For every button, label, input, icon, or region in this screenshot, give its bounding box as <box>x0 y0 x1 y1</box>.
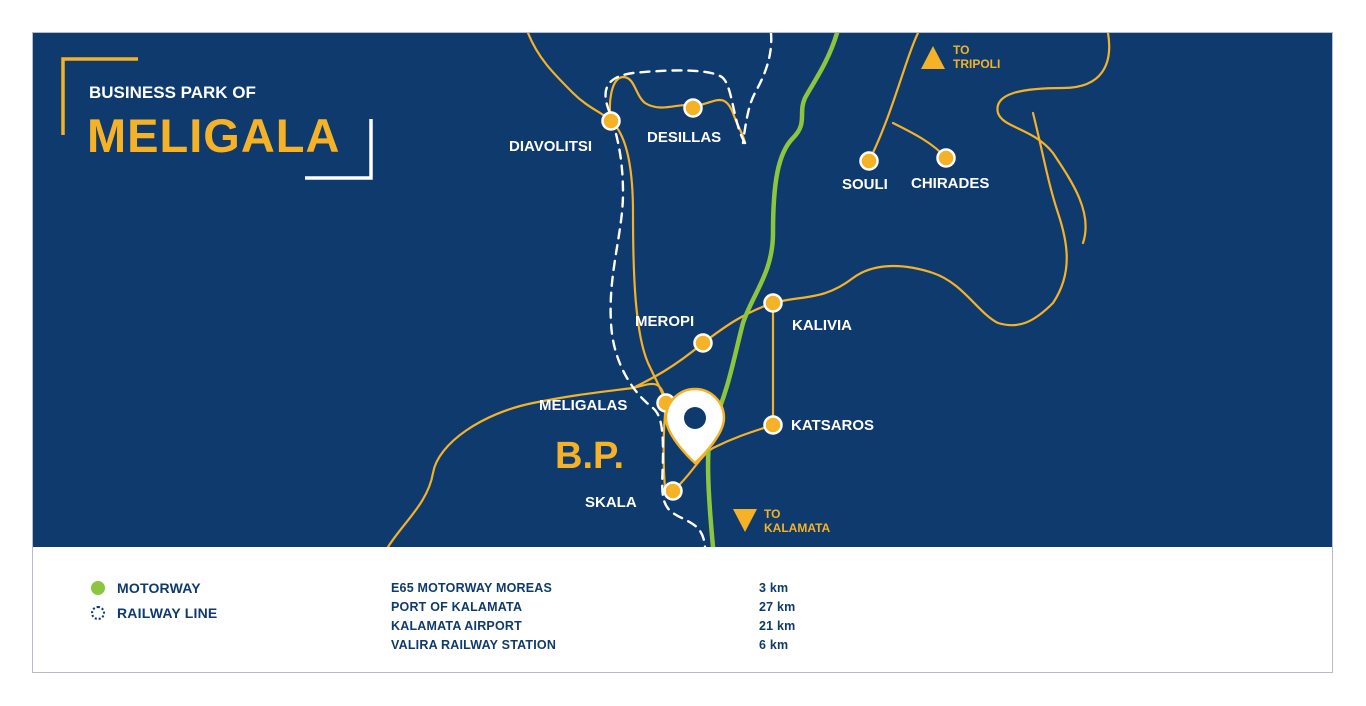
direction-kalamata-line1: TO <box>764 507 780 521</box>
road <box>996 33 1111 245</box>
distance-value: 21 km <box>759 619 796 633</box>
railway-ring-icon <box>91 606 105 620</box>
legend-railway-label: RAILWAY LINE <box>117 605 218 621</box>
place-dot-desillas <box>683 98 703 118</box>
title-frame: BUSINESS PARK OF MELIGALA <box>61 57 373 180</box>
place-label-chirades: CHIRADES <box>911 175 989 192</box>
road <box>608 75 747 145</box>
place-label-kalivia: KALIVIA <box>792 317 852 334</box>
distance-name: VALIRA RAILWAY STATION <box>391 638 557 652</box>
triangle-up-icon <box>921 46 945 69</box>
triangle-down-icon <box>733 509 757 532</box>
title-bracket-right <box>305 119 373 180</box>
distance-name: E65 MOTORWAY MOREAS <box>391 581 553 595</box>
road <box>867 33 920 163</box>
distance-value: 27 km <box>759 600 796 614</box>
road-network <box>386 33 1111 547</box>
title-small: BUSINESS PARK OF <box>89 83 256 102</box>
distance-value: 3 km <box>759 581 789 595</box>
place-markers <box>601 98 956 501</box>
business-park-pin-icon <box>664 387 726 465</box>
map-svg: BUSINESS PARK OF MELIGALA TO TRIPOLI TO … <box>33 33 1332 547</box>
place-dot-souli <box>859 151 879 171</box>
legend-railway: RAILWAY LINE <box>91 605 217 621</box>
place-dot-chirades <box>936 148 956 168</box>
business-park-label: B.P. <box>555 435 624 477</box>
distance-name: KALAMATA AIRPORT <box>391 619 522 633</box>
place-label-diavolitsi: DIAVOLITSI <box>509 138 592 155</box>
legend-motorway-label: MOTORWAY <box>117 580 201 596</box>
place-label-meligalas: MELIGALAS <box>539 397 627 414</box>
place-label-souli: SOULI <box>842 176 888 193</box>
map-panel: BUSINESS PARK OF MELIGALA TO TRIPOLI TO … <box>33 33 1332 547</box>
place-label-katsaros: KATSAROS <box>791 417 874 434</box>
distance-name: PORT OF KALAMATA <box>391 600 523 614</box>
place-dot-katsaros <box>763 415 783 435</box>
place-dot-skala <box>663 481 683 501</box>
direction-kalamata-line2: KALAMATA <box>764 521 831 535</box>
place-dot-kalivia <box>763 293 783 313</box>
map-background <box>33 33 1332 547</box>
road <box>386 382 668 547</box>
place-dot-meropi <box>693 333 713 353</box>
road <box>671 423 775 493</box>
place-label-meropi: MEROPI <box>635 313 694 330</box>
road <box>631 111 1068 390</box>
title-bracket-left <box>61 57 138 135</box>
direction-tripoli: TO TRIPOLI <box>921 43 1000 71</box>
place-dot-diavolitsi <box>601 111 621 131</box>
direction-kalamata: TO KALAMATA <box>733 507 831 535</box>
legend-motorway: MOTORWAY <box>91 580 201 596</box>
direction-tripoli-line2: TRIPOLI <box>953 57 1000 71</box>
title-big: MELIGALA <box>87 109 340 162</box>
railway-line <box>604 33 773 547</box>
road <box>526 33 613 123</box>
motorway-dot-icon <box>91 581 105 595</box>
legend-area: MOTORWAY RAILWAY LINE E65 MOTORWAY MOREA… <box>33 547 1332 672</box>
road <box>609 119 668 405</box>
place-labels: DIAVOLITSI DESILLAS SOULI CHIRADES MEROP… <box>509 129 989 511</box>
place-label-desillas: DESILLAS <box>647 129 721 146</box>
direction-tripoli-line1: TO <box>953 43 969 57</box>
place-label-skala: SKALA <box>585 494 637 511</box>
distance-value: 6 km <box>759 638 789 652</box>
map-frame: BUSINESS PARK OF MELIGALA TO TRIPOLI TO … <box>32 32 1333 673</box>
